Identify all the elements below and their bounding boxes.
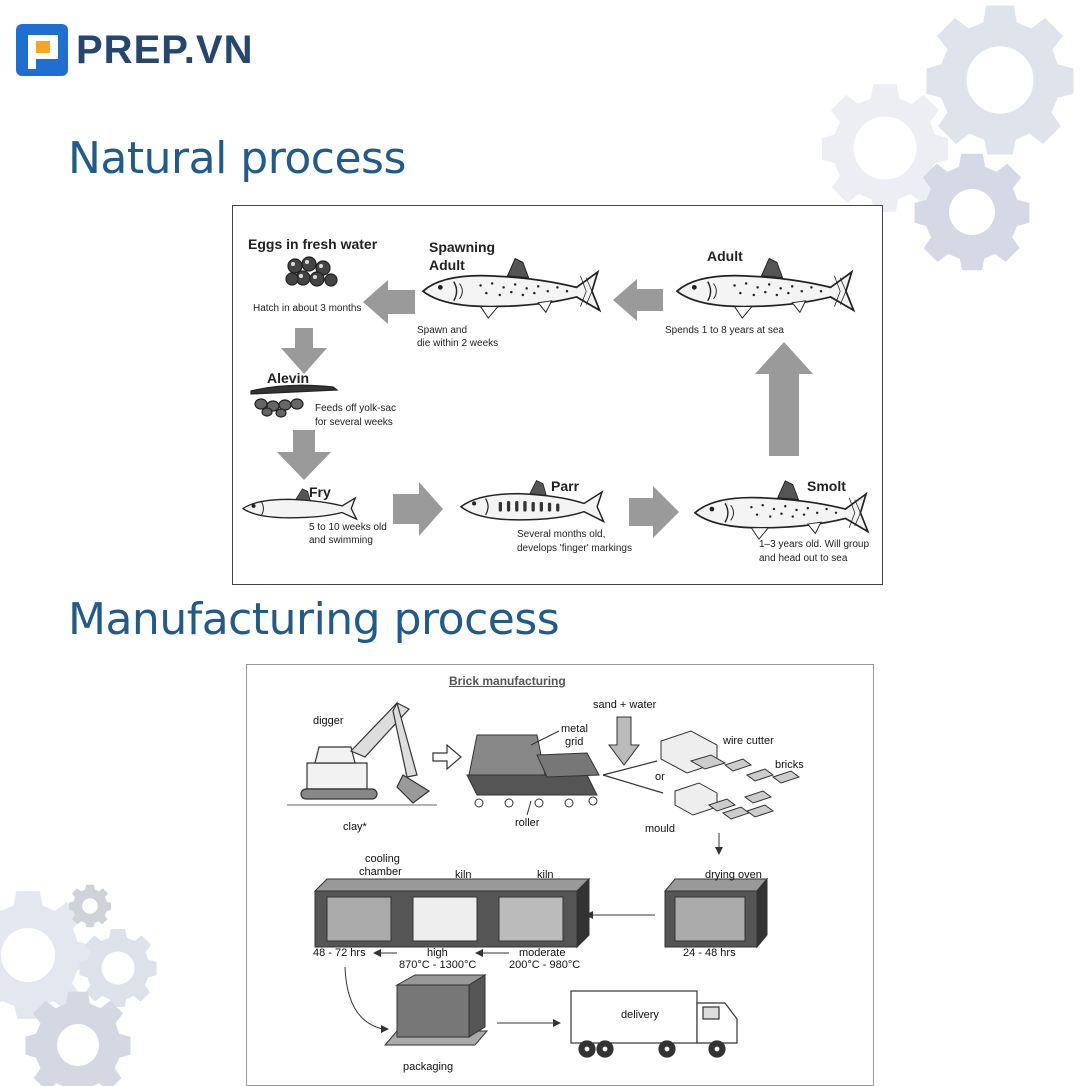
spawning-title-line2: Adult: [429, 257, 465, 273]
delivery-label: delivery: [621, 1009, 659, 1021]
alevin-desc-line2: for several weeks: [315, 417, 393, 428]
brick-manufacturing-diagram: Brick manufacturing digger clay* metal g…: [246, 664, 874, 1086]
wire-cutter-illustration: [660, 730, 801, 784]
parr-title: Parr: [551, 478, 580, 494]
sand-water-label: sand + water: [593, 699, 657, 711]
brick-title: Brick manufacturing: [449, 674, 566, 688]
arrow-split: [602, 760, 664, 794]
spawning-desc-line2: die within 2 weeks: [417, 338, 499, 349]
prep-logo-icon: [14, 22, 70, 78]
delivery-truck-illustration: [570, 990, 738, 1058]
parr-desc-line2: develops 'finger' markings: [517, 543, 632, 554]
kiln-high-label: kiln: [455, 869, 472, 881]
mould-label: mould: [645, 823, 675, 835]
manufacturing-process-title: Manufacturing process: [68, 594, 560, 645]
arrow-smolt-to-adult: [755, 342, 813, 456]
spawning-title-line1: Spawning: [429, 239, 496, 255]
metal-grid-label-line2: grid: [565, 736, 584, 748]
bricks-label: bricks: [775, 759, 804, 771]
digger-illustration: [287, 701, 437, 806]
arrow-sand-water: [608, 716, 640, 766]
eggs-illustration: [285, 256, 338, 287]
cooling-hours-label: 48 - 72 hrs: [313, 947, 366, 959]
packaging-label: packaging: [403, 1061, 454, 1073]
or-label: or: [655, 771, 665, 783]
drying-hours-label: 24 - 48 hrs: [683, 947, 736, 959]
adult-title: Adult: [707, 248, 743, 264]
drying-oven-illustration: [663, 877, 769, 949]
smolt-desc-line1: 1–3 years old. Will group: [759, 539, 870, 550]
adult-fish-illustration: [676, 257, 855, 319]
arrow-parr-to-smolt: [629, 486, 679, 538]
kiln-tunnel-illustration: [313, 877, 591, 949]
drying-oven-label: drying oven: [705, 869, 762, 881]
brand-name: PREP.VN: [76, 27, 254, 72]
metal-grid-label-line1: metal: [561, 723, 588, 735]
mould-illustration: [674, 782, 775, 820]
clay-label: clay*: [343, 821, 367, 833]
fry-desc-line1: 5 to 10 weeks old: [309, 522, 387, 533]
fry-desc-line2: and swimming: [309, 535, 373, 546]
metal-grid-roller-illustration: [466, 730, 600, 816]
moderate-temp-label-line2: 200°C - 980°C: [509, 959, 581, 971]
salmon-lifecycle-diagram: Eggs in fresh water Hatch in about 3 mon…: [232, 205, 883, 585]
roller-label: roller: [515, 817, 540, 829]
eggs-desc: Hatch in about 3 months: [253, 303, 362, 314]
wire-cutter-label: wire cutter: [723, 735, 774, 747]
smolt-desc-line2: and head out to sea: [759, 553, 848, 564]
fry-title: Fry: [309, 484, 331, 500]
packaging-illustration: [383, 974, 489, 1046]
alevin-illustration: [250, 384, 339, 418]
eggs-title: Eggs in fresh water: [248, 236, 378, 252]
kiln-moderate-label: kiln: [537, 869, 554, 881]
parr-desc-line1: Several months old,: [517, 529, 606, 540]
arrow-spawning-to-eggs: [363, 280, 415, 324]
moderate-temp-label-line1: moderate: [519, 947, 566, 959]
high-temp-label-line1: high: [427, 947, 448, 959]
natural-process-title: Natural process: [68, 133, 406, 184]
arrow-eggs-to-alevin: [281, 328, 327, 374]
parr-fish-illustration: [459, 479, 606, 524]
arrow-alevin-to-fry: [277, 430, 331, 480]
adult-desc: Spends 1 to 8 years at sea: [665, 325, 784, 336]
fry-fish-illustration: [241, 488, 358, 521]
spawning-desc-line1: Spawn and: [417, 325, 468, 336]
cooling-label-line1: cooling: [365, 853, 400, 865]
digger-label: digger: [313, 715, 344, 727]
arrow-digger-to-grid: [432, 743, 462, 771]
arrow-adult-to-spawning: [613, 279, 663, 321]
cooling-label-line2: chamber: [359, 866, 402, 878]
alevin-title: Alevin: [267, 370, 310, 386]
smolt-title: Smolt: [807, 478, 846, 494]
high-temp-label-line2: 870°C - 1300°C: [399, 959, 477, 971]
alevin-desc-line1: Feeds off yolk-sac: [315, 403, 396, 414]
brand-logo[interactable]: PREP.VN: [14, 22, 253, 78]
arrow-fry-to-parr: [393, 482, 443, 536]
